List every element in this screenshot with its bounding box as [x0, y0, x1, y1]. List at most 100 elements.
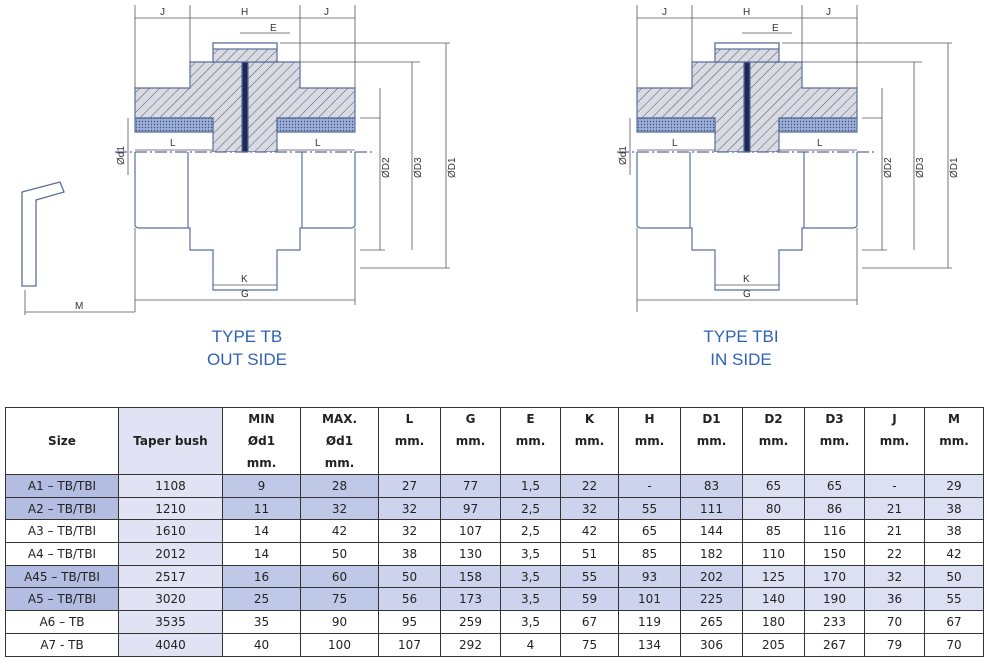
table-cell: 29 — [924, 474, 984, 498]
dim-j-left: J — [662, 7, 667, 18]
table-cell: 36 — [864, 587, 925, 612]
table-cell: 16 — [222, 564, 301, 589]
table-cell: 70 — [864, 610, 925, 634]
table-cell: 9 — [222, 474, 301, 498]
table-cell: 190 — [804, 587, 865, 612]
table-cell: 2,5 — [500, 519, 561, 544]
taper-bush-cell: 1210 — [118, 496, 223, 521]
column-header-line: mm. — [324, 456, 355, 470]
column-header-line: J — [892, 412, 897, 426]
column-header-line: mm. — [246, 456, 277, 470]
table-cell: 79 — [864, 632, 925, 657]
table-cell: 90 — [300, 610, 379, 634]
dim-d1: Ød1 — [618, 146, 629, 165]
dim-D2: ØD2 — [883, 157, 894, 178]
diagram-subtitle: OUT SIDE — [207, 350, 287, 369]
table-cell: - — [864, 474, 925, 498]
table-cell: 55 — [560, 564, 619, 589]
dim-j-right: J — [324, 7, 329, 18]
table-cell: 158 — [440, 564, 501, 589]
size-cell: A45 – TB/TBI — [5, 564, 119, 589]
dim-j-right: J — [826, 7, 831, 18]
table-cell: 83 — [680, 474, 743, 498]
table-cell: 32 — [300, 496, 379, 521]
table-cell: 22 — [560, 474, 619, 498]
table-cell: - — [618, 474, 681, 498]
size-cell: A5 – TB/TBI — [5, 587, 119, 612]
table-cell: 50 — [378, 564, 441, 589]
table-cell: 134 — [618, 632, 681, 657]
dim-g: G — [743, 289, 751, 300]
column-header-line: mm. — [574, 434, 605, 448]
table-cell: 40 — [222, 632, 301, 657]
column-header-line: mm. — [455, 434, 486, 448]
table-cell: 14 — [222, 542, 301, 566]
table-cell: 32 — [378, 519, 441, 544]
diagram-type-tbi: J H J E L L K G Ød1 ØD2 ØD3 ØD1 — [616, 4, 960, 313]
table-cell: 85 — [618, 542, 681, 566]
dim-D2: ØD2 — [381, 157, 392, 178]
diagram-subtitle: IN SIDE — [710, 350, 772, 369]
column-header-line: Ød1 — [325, 434, 354, 448]
dim-h: H — [241, 7, 248, 18]
dim-l-right: L — [817, 138, 823, 149]
table-cell: 125 — [742, 564, 805, 589]
table-cell: 65 — [742, 474, 805, 498]
taper-bush-cell: 1108 — [118, 474, 223, 498]
table-cell: 93 — [618, 564, 681, 589]
dim-k: K — [241, 274, 248, 285]
table-cell: 21 — [864, 496, 925, 521]
taper-bush-cell: 3020 — [118, 587, 223, 612]
table-cell: 107 — [440, 519, 501, 544]
table-cell: 259 — [440, 610, 501, 634]
table-cell: 25 — [222, 587, 301, 612]
table-cell: 67 — [560, 610, 619, 634]
table-cell: 119 — [618, 610, 681, 634]
size-cell: A6 – TB — [5, 610, 119, 634]
taper-bush-cell: 3535 — [118, 610, 223, 634]
column-header-line: mm. — [696, 434, 727, 448]
table-cell: 32 — [378, 496, 441, 521]
table-cell: 110 — [742, 542, 805, 566]
dim-m: M — [75, 301, 83, 312]
table-cell: 50 — [300, 542, 379, 566]
column-header-line: D3 — [825, 412, 844, 426]
dim-k: K — [743, 274, 750, 285]
column-header-line: Ød1 — [247, 434, 276, 448]
table-cell: 202 — [680, 564, 743, 589]
taper-bush-cell: 2012 — [118, 542, 223, 566]
column-header-line: K — [584, 412, 595, 426]
dim-g: G — [241, 289, 249, 300]
table-cell: 95 — [378, 610, 441, 634]
table-cell: 27 — [378, 474, 441, 498]
column-header-line: mm. — [939, 434, 969, 448]
table-cell: 140 — [742, 587, 805, 612]
dim-D1: ØD1 — [447, 157, 458, 178]
size-cell: A3 – TB/TBI — [5, 519, 119, 544]
table-cell: 42 — [560, 519, 619, 544]
dim-l-left: L — [672, 138, 678, 149]
taper-bush-cell: 2517 — [118, 564, 223, 589]
column-header: Size — [5, 407, 119, 475]
table-cell: 38 — [924, 496, 984, 521]
table-cell: 32 — [560, 496, 619, 521]
size-cell: A7 - TB — [5, 632, 119, 657]
table-cell: 85 — [742, 519, 805, 544]
table-cell: 67 — [924, 610, 984, 634]
table-cell: 3,5 — [500, 564, 561, 589]
taper-bush-cell: 4040 — [118, 632, 223, 657]
column-header: Taper bush — [118, 407, 223, 475]
table-cell: 3,5 — [500, 587, 561, 612]
table-cell: 59 — [560, 587, 619, 612]
